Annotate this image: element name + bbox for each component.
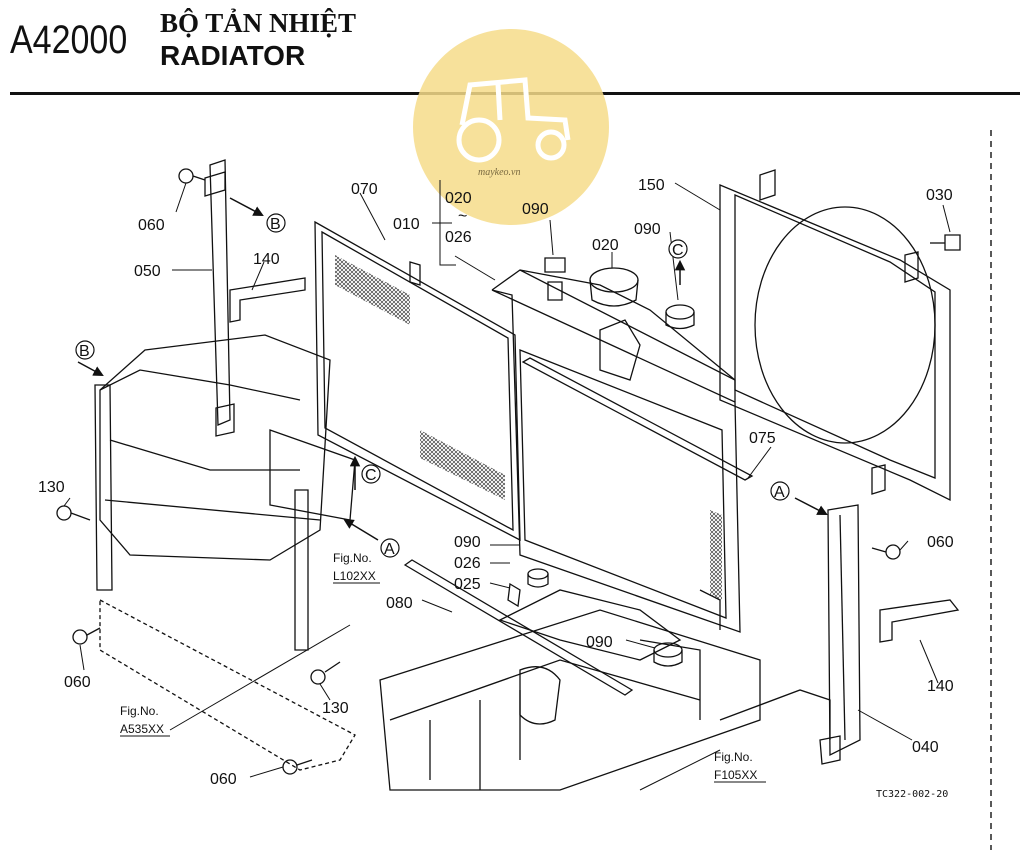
label-060: 060	[138, 217, 165, 234]
marker-c-right: C	[668, 239, 688, 259]
label-tilde: ~	[458, 208, 467, 225]
label-130: 130	[38, 479, 65, 496]
svg-text:F105XX: F105XX	[714, 768, 757, 782]
label-010: 010	[393, 216, 420, 233]
label-060: 060	[927, 534, 954, 551]
svg-text:A: A	[384, 541, 395, 558]
marker-a-left: A	[380, 538, 400, 558]
svg-text:B: B	[79, 343, 90, 360]
label-030: 030	[926, 187, 953, 204]
label-150: 150	[638, 177, 665, 194]
label-140: 140	[253, 251, 280, 268]
label-050: 050	[134, 263, 161, 280]
label-060: 060	[64, 674, 91, 691]
bracket-050	[204, 159, 235, 437]
part-labels: 060 050 140 070 010 020 ~ 026 090 020 09…	[38, 177, 954, 788]
label-090: 090	[634, 221, 661, 238]
label-040: 040	[912, 739, 939, 756]
hose-cap-090-bottom	[653, 642, 683, 667]
marker-b-top: B	[266, 213, 286, 233]
label-140: 140	[927, 678, 954, 695]
bolt-060-left	[72, 627, 101, 645]
drain-cock-025	[507, 568, 549, 608]
fan-shroud-150	[719, 169, 951, 502]
label-070: 070	[351, 181, 378, 198]
fig-ref-f105: Fig.No. F105XX	[714, 750, 766, 783]
leader-lines	[63, 180, 951, 791]
bracket-140-left	[229, 277, 306, 323]
bolt-030	[930, 234, 961, 251]
chassis-frame	[94, 334, 831, 791]
svg-text:C: C	[672, 242, 684, 259]
label-020: 020	[592, 237, 619, 254]
label-026: 026	[445, 229, 472, 246]
svg-text:A535XX: A535XX	[120, 722, 164, 736]
bracket-040	[819, 504, 861, 765]
svg-text:Fig.No.: Fig.No.	[120, 704, 159, 718]
drawing-code: TC322-002-20	[876, 789, 948, 800]
stay-080	[403, 559, 634, 696]
watermark-text: maykeo.vn	[478, 167, 520, 178]
tractor-icon	[456, 77, 571, 163]
bracket-140-right	[879, 599, 960, 643]
fig-ref-l102: Fig.No. L102XX	[333, 551, 380, 584]
label-075: 075	[749, 430, 776, 447]
mesh-screen-070	[314, 220, 521, 542]
bolt-060-top	[178, 168, 206, 184]
label-080: 080	[386, 595, 413, 612]
svg-text:L102XX: L102XX	[333, 569, 376, 583]
svg-text:Fig.No.: Fig.No.	[714, 750, 753, 764]
title-english: RADIATOR	[160, 40, 306, 71]
label-090: 090	[522, 201, 549, 218]
label-026: 026	[454, 555, 481, 572]
bolt-130-left	[56, 505, 91, 521]
svg-text:A: A	[774, 484, 785, 501]
reference-arrows	[77, 197, 828, 541]
marker-c-left: C	[361, 464, 381, 484]
title-vietnamese: BỘ TẢN NHIỆT	[160, 8, 357, 38]
label-020: 020	[445, 190, 472, 207]
hose-cap-090-right	[665, 304, 695, 330]
hose-cap-090-top	[544, 257, 566, 301]
marker-a-right: A	[770, 481, 790, 501]
bolt-060-right	[871, 544, 901, 560]
svg-text:B: B	[270, 216, 281, 233]
catalog-section-code: A42000	[10, 18, 128, 62]
fig-ref-a535: Fig.No. A535XX	[120, 704, 170, 737]
watermark-logo: maykeo.vn	[413, 29, 609, 225]
marker-b-left: B	[75, 340, 95, 360]
label-090: 090	[586, 634, 613, 651]
svg-text:C: C	[365, 467, 377, 484]
svg-text:Fig.No.: Fig.No.	[333, 551, 372, 565]
label-090: 090	[454, 534, 481, 551]
label-060: 060	[210, 771, 237, 788]
radiator-core	[491, 269, 741, 633]
label-025: 025	[454, 576, 481, 593]
bolt-130-bottom	[310, 661, 341, 685]
stay-075	[521, 357, 754, 481]
radiator-cap-020	[589, 267, 639, 307]
label-130: 130	[322, 700, 349, 717]
